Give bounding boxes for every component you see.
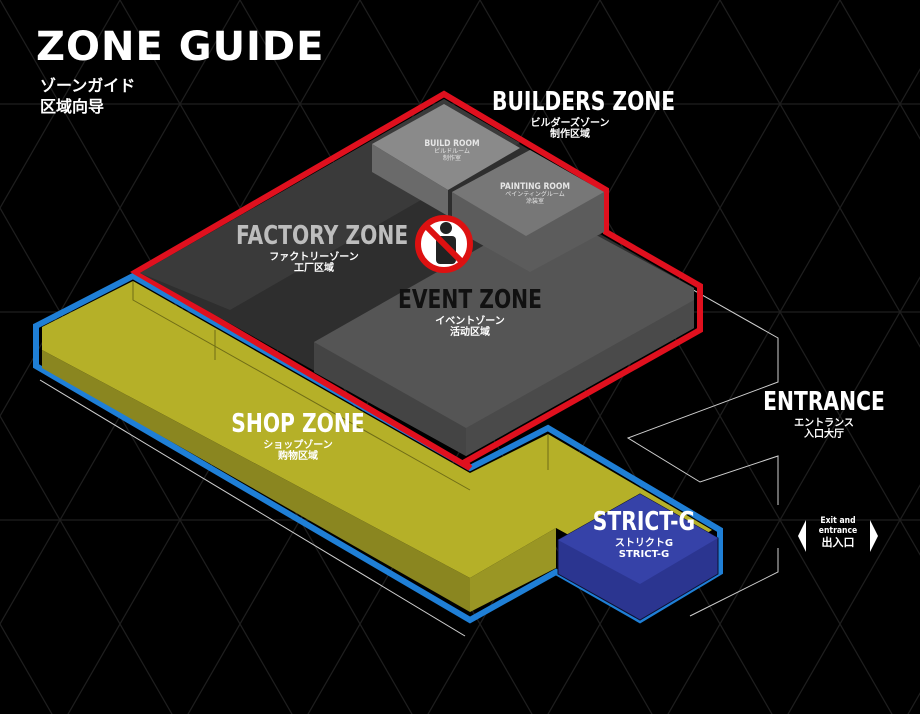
painting-room-label: PAINTING ROOM ペインティングルーム 涂装室 bbox=[499, 182, 570, 206]
shop-zone-floor[interactable] bbox=[42, 281, 712, 578]
strict-g-label: STRICT-G ストリクトG STRICT-G bbox=[592, 507, 696, 561]
builders-zone-border bbox=[130, 90, 703, 471]
entrance-outline bbox=[39, 235, 779, 637]
no-photography-icon bbox=[415, 215, 473, 273]
title-sub-zh: 区域向导 bbox=[40, 97, 105, 116]
factory-zone-label: FACTORY ZONE ファクトリーゾーン 工厂区域 bbox=[236, 221, 409, 275]
shop-zone-side bbox=[470, 528, 556, 612]
build-room-label: BUILD ROOM ビルドルーム 制作室 bbox=[424, 139, 480, 163]
build-room[interactable] bbox=[372, 104, 520, 190]
shop-zone-front bbox=[42, 350, 470, 612]
exit-entrance-label: Exit and entrance 出入口 bbox=[818, 516, 858, 549]
title-sub-ja: ゾーンガイド bbox=[40, 76, 136, 95]
builders-zone-label: BUILDERS ZONE ビルダーズゾーン 制作区域 bbox=[492, 87, 676, 141]
page-title: ZONE GUIDE bbox=[36, 24, 325, 70]
entrance-label: ENTRANCE エントランス 入口大厅 bbox=[763, 387, 885, 441]
shop-zone-label: SHOP ZONE ショップゾーン 购物区域 bbox=[231, 409, 365, 463]
exit-arrow-right-icon bbox=[870, 520, 878, 552]
exit-arrow-left-icon bbox=[798, 520, 806, 552]
event-zone-label: EVENT ZONE イベントゾーン 活动区域 bbox=[397, 285, 543, 339]
